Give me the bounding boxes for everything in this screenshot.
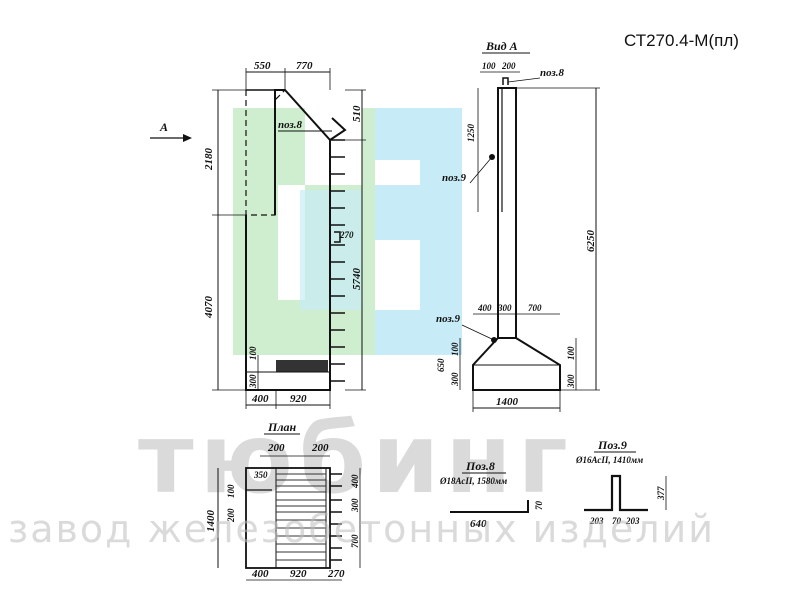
dim-510: 510 [351,105,363,122]
plan-view: План 200 200 350 100 200 1400 [205,420,361,581]
plan-title: План [267,420,296,434]
view-arrow-label: А [159,120,168,134]
front-rebars [330,139,345,382]
plan-dim-bottom-920: 920 [290,568,307,580]
pos9-detail: Поз.9 Ø16АсII, 1410мм 203 70 203 377 [575,438,667,526]
pos8-detail: Поз.8 Ø18АсII, 1580мм 640 70 [439,459,544,530]
plan-rebar-ticks [330,473,342,561]
watermark-brand: тюбинг [138,403,574,515]
plan-dim-bottom-270: 270 [327,568,345,580]
plan-dim-1400: 1400 [205,510,217,533]
dim-770: 770 [296,60,313,72]
dim-left-100: 100 [248,346,258,360]
watermark-tagline: завод железобетонных изделий [8,507,715,551]
front-base-hatch [276,360,328,372]
plan-dim-300-right: 300 [350,498,360,513]
dim-550: 550 [254,60,271,72]
side-wall [497,87,517,339]
pos9-title: Поз.9 [597,438,627,452]
plan-hatch-lines [276,473,326,561]
side-dim-400: 400 [477,303,492,313]
logo-blue-shape [375,108,462,355]
dim-left-300: 300 [248,374,258,389]
plan-dim-700-right: 700 [350,534,360,548]
drawing-code: СТ270.4-М(пл) [624,31,739,50]
plan-dim-350: 350 [253,470,268,480]
plan-dim-200: 200 [226,508,236,523]
side-dim-6250: 6250 [585,230,597,253]
side-dim-650: 650 [436,358,446,372]
side-view-title: Вид А [485,39,518,53]
side-dim-100-right: 100 [566,346,576,360]
pos9-bar-shape [584,474,648,512]
dim-270: 270 [339,230,354,240]
side-dim-1400: 1400 [496,396,519,408]
side-pos9-leader-top [469,156,493,184]
pos9-dim-203-b: 203 [625,516,640,526]
plan-wall-hatch [275,467,327,569]
view-arrow-head [183,134,192,142]
side-dim-300-right: 300 [566,374,576,389]
side-pos9-leader-bottom [461,324,495,341]
pos8-spec: Ø18АсII, 1580мм [439,476,507,486]
plan-dim-200-b: 200 [311,442,329,454]
dim-5740: 5740 [351,268,363,291]
side-pos9-label-top: поз.9 [442,172,467,184]
side-dim-200: 200 [501,61,516,71]
side-pos9-label-bottom: поз.9 [436,313,461,325]
side-view: Вид А поз.8 поз.9 поз.9 100 200 1250 650… [436,39,600,412]
side-dim-300-left: 300 [450,372,460,387]
pos9-dim-70: 70 [612,516,622,526]
side-dim-100: 100 [482,61,496,71]
pos8-dim-70: 70 [534,501,544,511]
side-dim-1250: 1250 [466,124,476,143]
plan-dim-100: 100 [226,484,236,498]
plan-dim-400-right: 400 [350,474,360,489]
front-pos8-label: поз.8 [278,119,303,131]
pos9-spec: Ø16АсII, 1410мм [575,455,643,465]
side-dim-100-left: 100 [450,342,460,356]
side-base [472,337,561,391]
pos8-title: Поз.8 [465,459,495,473]
pos9-dim-377: 377 [656,486,666,501]
plan-dim-bottom-400: 400 [251,568,269,580]
dim-bottom-400: 400 [251,393,269,405]
side-pos8-hook [502,77,509,85]
side-pos8-label: поз.8 [540,67,565,79]
dim-4070: 4070 [203,296,215,320]
side-dim-700: 700 [528,303,542,313]
pos8-bar-shape [450,500,529,513]
dim-bottom-920: 920 [290,393,307,405]
dim-2180: 2180 [203,148,215,172]
pos9-dim-203-a: 203 [589,516,604,526]
front-hook [334,231,341,243]
front-view: А поз.8 550 770 2180 4070 300 100 510 27… [150,60,366,409]
pos8-dim-640: 640 [470,518,487,530]
side-pos8-leader [507,77,541,83]
side-dim-300: 300 [497,303,512,313]
front-pos8-bar [329,117,347,141]
plan-dim-200-a: 200 [267,442,285,454]
